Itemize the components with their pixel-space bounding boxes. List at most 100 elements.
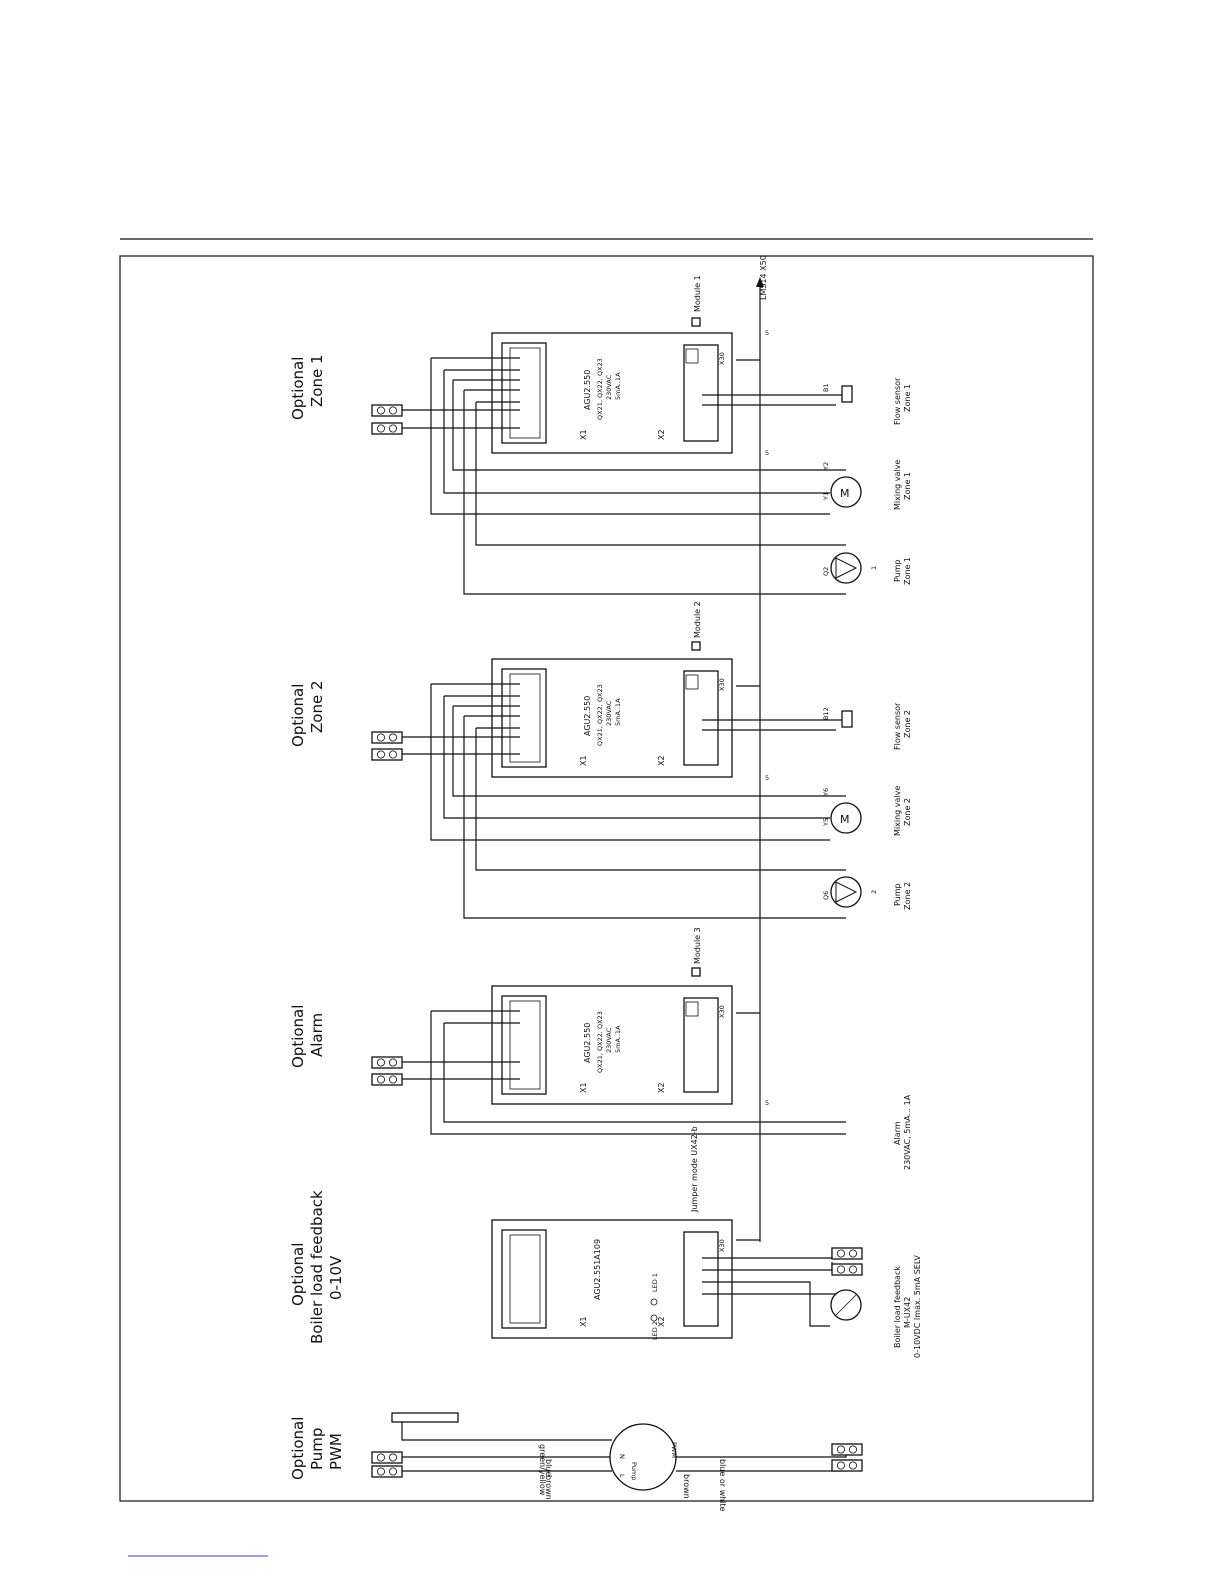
zone1-pump-label-1: Pump (893, 559, 902, 582)
zone1-terminal-screw (388, 406, 397, 415)
zone2-pump (830, 876, 862, 908)
zone1-title-2: Zone 1 (308, 355, 326, 408)
zone1-x1-inner (509, 347, 541, 439)
boiler-x2-label: X2 (657, 1316, 666, 1327)
zone2-x2-label: X2 (657, 755, 666, 766)
zone2-pump-num: 2 (870, 890, 878, 894)
zone1-spec-1: QX21, QX22, QX23 (596, 358, 604, 420)
pump-symbol-pump: Pump (630, 1462, 638, 1480)
zone1-pump-tag: Q2 (822, 567, 830, 576)
boiler-terminal-b (831, 1263, 863, 1276)
zone2-spec-1: QX21, QX22, QX23 (596, 684, 604, 746)
alarm-wire-1 (430, 1011, 846, 1135)
pump-pwm-terminal-b (831, 1459, 863, 1472)
pump-terminal-a (371, 1451, 403, 1464)
pump-symbol-pwm: PWM (670, 1442, 678, 1458)
zone2-terminal-a (371, 731, 403, 744)
zone2-x1-connector (501, 668, 547, 768)
zone2-group: Optional Zone 2 X1 X2 AGU2.550 QX21, QX2… (289, 601, 912, 919)
alarm-x1-label: X1 (579, 1082, 588, 1093)
diagram-frame (119, 255, 1094, 1502)
pump-symbol-l: L (618, 1474, 626, 1478)
zone1-terminal-screw (376, 424, 385, 433)
pump-wire-ground (401, 1422, 612, 1441)
zone2-terminal-b (371, 748, 403, 761)
zone2-flow-sensor (841, 710, 853, 728)
zone1-dip (685, 348, 699, 364)
pump-wire-brown-label: brown (544, 1475, 553, 1500)
boiler-jumper: Jumper mode UX42-b (690, 1126, 699, 1213)
zone1-terminal-screw (388, 424, 397, 433)
boiler-terminal-a (831, 1247, 863, 1260)
pump-pwm-terminal-a (831, 1443, 863, 1456)
pump-wire-blue-label: blue (544, 1459, 553, 1476)
zone2-title-2: Zone 2 (308, 681, 326, 734)
zone2-valve-label-1: Mixing valve (893, 786, 902, 836)
alarm-title-2: Alarm (308, 1013, 326, 1057)
zone2-valve-tag-y5: Y5 (822, 818, 830, 827)
alarm-x30-label: X30 (718, 1005, 726, 1018)
zone1-terminal-a (371, 404, 403, 417)
led1-icon (650, 1298, 658, 1306)
pump-wire-brown2-label: brown (682, 1474, 691, 1499)
zone2-sensor-label-2: Zone 2 (903, 710, 912, 738)
zone1-module-dip (691, 317, 701, 327)
zone2-valve-motor (830, 802, 862, 834)
zone2-wire-n (452, 706, 846, 797)
zone1-flow-sensor (841, 385, 853, 403)
boiler-group: Optional Boiler load feedback 0-10V X1 X… (289, 1126, 922, 1358)
zone1-terminal-b (371, 422, 403, 435)
pump-pwm-wire-1 (676, 1452, 847, 1458)
pump-wire-green-label: green/yellow (538, 1444, 547, 1496)
boiler-feedback-label-2: M-UX42 (903, 1297, 912, 1328)
zone1-x1-label: X1 (579, 429, 588, 440)
zone1-valve-tag-y2: Y2 (822, 462, 830, 471)
bus-marker-1: 5 (765, 329, 769, 337)
zone1-module-name: Module 1 (693, 275, 702, 312)
alarm-terminal-b (371, 1073, 403, 1086)
zone1-pump-label-2: Zone 1 (903, 557, 912, 585)
zone1-wire-y2 (443, 370, 830, 494)
pump-terminal-b (371, 1465, 403, 1478)
boiler-title-2: Boiler load feedback (308, 1190, 326, 1344)
zone1-valve-label-1: Mixing valve (893, 460, 902, 510)
zone2-pump-label-1: Pump (893, 883, 902, 906)
zone1-group: Optional Zone 1 X1 X2 AGU2.550 QX21, QX2… (289, 275, 912, 595)
pump-pwm-group: Optional Pump PWM Pump PWM L N brown blu… (289, 1412, 863, 1512)
boiler-title-1: Optional (289, 1243, 307, 1306)
alarm-wire-2 (443, 1023, 846, 1123)
alarm-group: Optional Alarm X1 X2 AGU2.550 QX21, QX22… (289, 927, 912, 1170)
zone1-valve-motor (830, 476, 862, 508)
svg-text:M: M (840, 813, 850, 826)
zone2-model: AGU2.550 (583, 696, 592, 736)
zone1-sensor-label-1: Flow sensor (893, 377, 902, 425)
pump-pwm-title-3: PWM (327, 1433, 345, 1470)
zone1-valve-label-2: Zone 1 (903, 472, 912, 500)
zone1-model: AGU2.550 (583, 370, 592, 410)
zone1-terminal-screw (376, 406, 385, 415)
alarm-spec-3: 5mA..1A (614, 1025, 622, 1053)
zone2-wire-y5 (430, 684, 830, 841)
pump-pwm-title-2: Pump (308, 1428, 326, 1470)
zone1-spec-2: 230VAC (605, 374, 613, 400)
zone1-title-1: Optional (289, 357, 307, 420)
zone1-wire-pump (475, 402, 846, 546)
bus-marker-2: 5 (765, 449, 769, 457)
zone1-valve-m: M (840, 487, 850, 500)
pump-wire-bluewhite-label: blue or white (718, 1459, 727, 1512)
zone2-wire-pump (475, 728, 846, 871)
zone1-spec-3: 5mA..1A (614, 372, 622, 400)
boiler-feedback-label-3: 0-10VDC Imax. 5mA SELV (913, 1255, 922, 1358)
pump-ground-bar (391, 1412, 459, 1423)
boiler-x30-label: X30 (718, 1239, 726, 1252)
zone2-spec-2: 230VAC (605, 700, 613, 726)
zone1-wire-pump-n (463, 390, 846, 595)
alarm-label-1: Alarm (893, 1121, 902, 1145)
zone2-pump-label-2: Zone 2 (903, 882, 912, 910)
zone1-x2-connector (683, 344, 719, 442)
zone1-pump (830, 552, 862, 584)
alarm-label-2: 230VAC, 5mA... 1A (903, 1094, 912, 1170)
boiler-model: AGU2.551A109 (593, 1239, 602, 1300)
zone2-x30-label: X30 (718, 678, 726, 691)
alarm-spec-2: 230VAC (605, 1027, 613, 1053)
